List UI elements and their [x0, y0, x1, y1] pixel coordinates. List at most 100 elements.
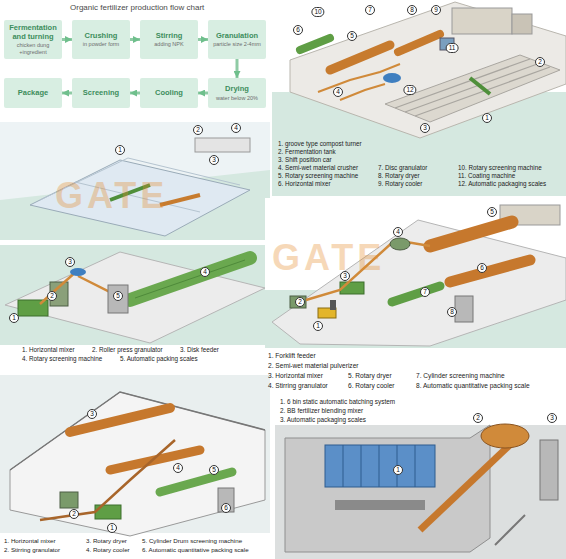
- callout-number: 5: [209, 465, 219, 475]
- callout-number: 4: [333, 87, 343, 97]
- compost-plant-illustration: [272, 0, 566, 196]
- granulation-workshop-illustration: [60, 492, 78, 508]
- callout-number: 3: [87, 409, 97, 419]
- greenhouse-illustration: [195, 138, 250, 152]
- legend-entry: 6. Automatic quantitative packing scale: [142, 547, 249, 554]
- flow-arrow: [236, 59, 239, 78]
- roller-press-line-illustration: [135, 260, 245, 298]
- legend-entry: 10. Rotary screening machine: [458, 165, 542, 172]
- process-box: Dryingwater below 20%: [208, 78, 266, 108]
- compost-plant-illustration: [330, 45, 390, 70]
- step-name: Drying: [225, 85, 249, 94]
- compost-plant-illustration: [300, 38, 330, 50]
- chart-title: Organic fertilizer production flow chart: [70, 3, 204, 12]
- granulation-workshop-illustration: [218, 488, 234, 512]
- callout-number: 3: [547, 413, 557, 423]
- granulation-workshop-illustration: [10, 392, 265, 536]
- callout-number: 5: [347, 31, 357, 41]
- legend-entry: 4. Stirring granulator: [268, 382, 328, 389]
- npk-plant-illustration: [390, 238, 410, 250]
- compost-plant-illustration: [290, 2, 566, 138]
- npk-plant-illustration: [450, 260, 530, 282]
- step-name: Cooling: [155, 89, 183, 98]
- legend-entry: 2. BB fertilizer blending mixer: [280, 407, 363, 414]
- legend-entry: 5. Automatic packing scales: [120, 356, 198, 363]
- legend-entry: 7. Cylinder screening machine: [416, 372, 505, 379]
- npk-plant-illustration: [265, 198, 566, 348]
- callout-number: 1: [9, 313, 19, 323]
- greenhouse-illustration: [0, 122, 270, 240]
- blending-plant-illustration: [495, 515, 525, 545]
- callout-number: 4: [173, 463, 183, 473]
- compost-plant-illustration: [385, 55, 560, 122]
- callout-number: 12: [403, 85, 416, 95]
- callout-number: 4: [231, 123, 241, 133]
- compost-plant-illustration: [415, 67, 550, 116]
- legend-entry: 2. Stirring granulator: [4, 547, 60, 554]
- callout-number: 2: [47, 291, 57, 301]
- flow-arrow: [198, 38, 208, 41]
- watermark: GATE: [55, 178, 168, 214]
- granulation-workshop-illustration: [40, 440, 175, 520]
- legend-entry: 3. Shift position car: [278, 157, 332, 164]
- compost-plant-illustration: [512, 14, 532, 34]
- process-box: Crushingin powder form: [72, 20, 130, 59]
- callout-number: 1: [482, 113, 492, 123]
- callout-number: 1: [393, 465, 403, 475]
- compost-plant-illustration: [383, 73, 401, 83]
- legend-entry: 5. Rotary screening machine: [278, 173, 358, 180]
- legend-entry: 4. Rotary screening machine: [22, 356, 102, 363]
- granulation-workshop-illustration: [0, 375, 270, 536]
- process-box: Granulationparticle size 2-4mm: [208, 20, 266, 59]
- legend-entry: 1. Forklift feeder: [268, 352, 316, 359]
- compost-plant-illustration: [395, 59, 530, 108]
- legend-entry: 4. Semi-wet material crusher: [278, 165, 358, 172]
- legend-entry: 2. Semi-wet material pulverizer: [268, 362, 359, 369]
- callout-number: 2: [535, 57, 545, 67]
- callout-number: 3: [420, 123, 430, 133]
- blending-plant-illustration: [275, 395, 566, 559]
- legend-entry: 9. Rotary cooler: [378, 181, 422, 188]
- legend-entry: 1. groove type compost turner: [278, 141, 362, 148]
- compost-plant-illustration: [452, 8, 512, 34]
- callout-number: 4: [200, 267, 210, 277]
- blending-plant-illustration: [415, 445, 416, 487]
- step-name: Fermentation and turning: [6, 24, 60, 41]
- roller-press-line-illustration: [5, 252, 265, 343]
- callout-number: 9: [431, 5, 441, 15]
- legend-entry: 7. Disc granulator: [378, 165, 427, 172]
- legend-entry: 1. Horizontal mixer: [22, 347, 75, 354]
- roller-press-line-illustration: [70, 268, 86, 276]
- blending-plant-illustration: [335, 500, 425, 510]
- compost-plant-illustration: [470, 78, 490, 94]
- blending-plant-illustration: [540, 440, 558, 500]
- legend-entry: 6. Horizontal mixer: [278, 181, 331, 188]
- legend-entry: 3. Disk feeder: [180, 347, 219, 354]
- npk-plant-illustration: [265, 198, 566, 348]
- callout-number: 4: [393, 227, 403, 237]
- legend-entry: 8. Automatic quantitative packing scale: [416, 382, 530, 389]
- callout-number: 2: [69, 509, 79, 519]
- process-box: Fermentation and turningchicken dung +in…: [4, 20, 62, 59]
- legend-entry: 2. Fermentation tank: [278, 149, 336, 156]
- flow-arrow: [62, 92, 72, 95]
- callout-number: 7: [365, 5, 375, 15]
- granulation-workshop-illustration: [110, 450, 200, 470]
- step-name: Package: [18, 89, 48, 98]
- legend-entry: 5. Cylinder Drum screening machine: [142, 538, 242, 545]
- npk-plant-illustration: [272, 220, 566, 346]
- compost-plant-illustration: [398, 34, 440, 52]
- blending-plant-illustration: [420, 440, 515, 530]
- callout-number: 3: [209, 155, 219, 165]
- legend-entry: 3. Rotary dryer: [86, 538, 127, 545]
- step-name: Stirring: [156, 32, 183, 41]
- step-note: particle size 2-4mm: [213, 41, 261, 47]
- step-name: Screening: [83, 89, 119, 98]
- legend-entry: 2. Roller press granulator: [92, 347, 163, 354]
- legend-entry: 5. Rotary dryer: [348, 372, 392, 379]
- process-box: Cooling: [140, 78, 198, 108]
- callout-number: 6: [477, 263, 487, 273]
- step-note: adding NPK: [154, 41, 183, 47]
- granulation-workshop-illustration: [70, 408, 170, 432]
